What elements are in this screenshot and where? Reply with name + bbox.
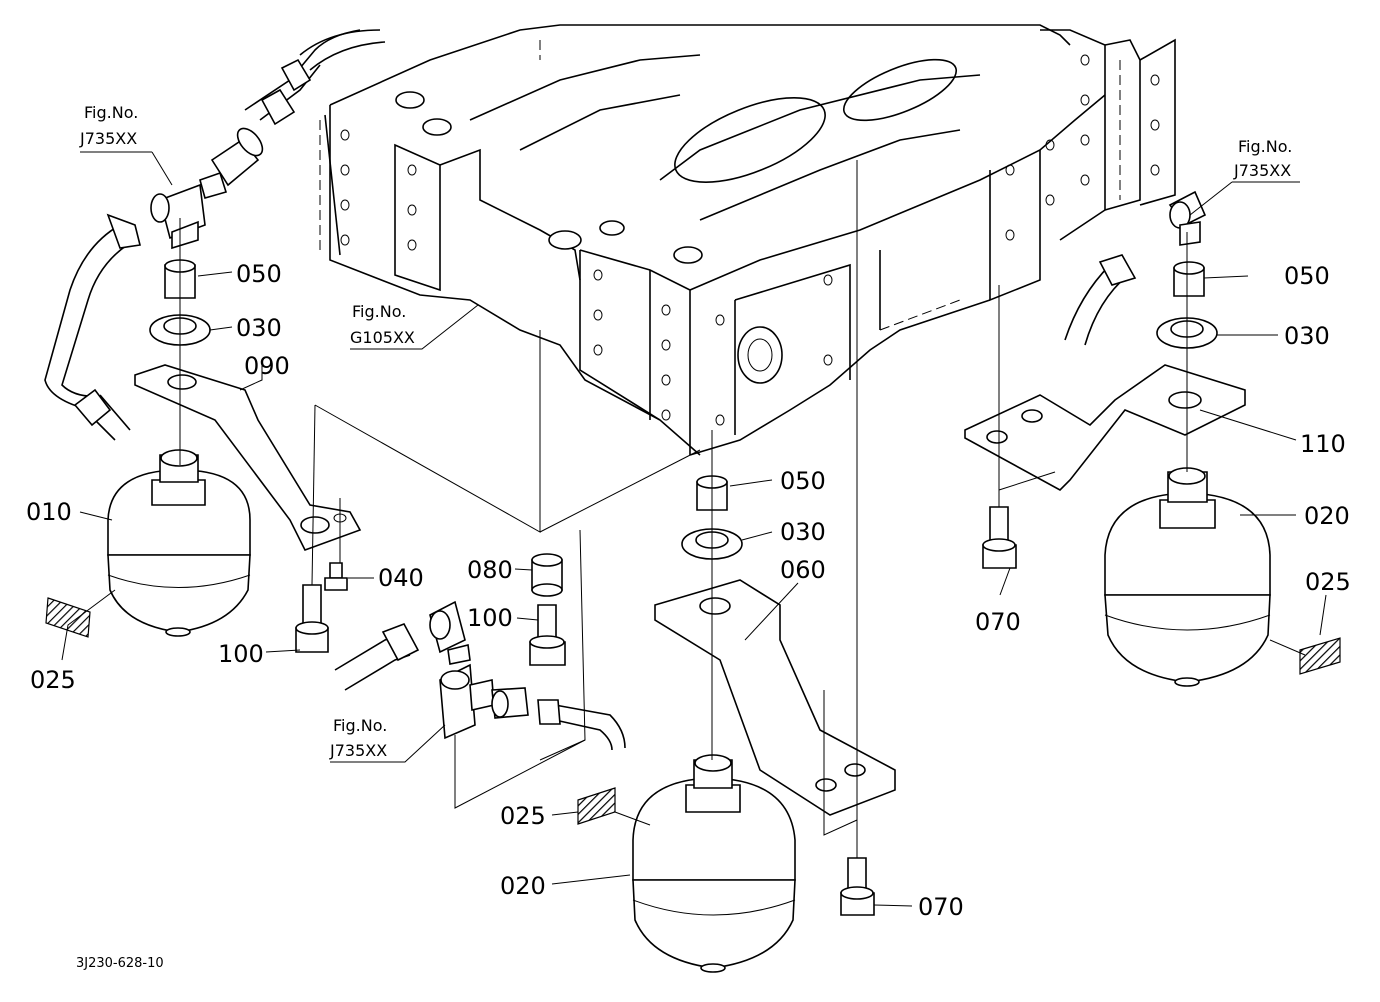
bolt-100-left [295,584,329,653]
part-label-070-bottom: 070 [918,893,964,921]
figure-code: 3J230-628-10 [76,956,164,971]
figref-left-top-line2: J735XX [79,129,137,148]
label-025-center [577,787,616,825]
figref-left-top-line1: Fig.No. [84,103,138,122]
part-label-080: 080 [467,556,513,584]
part-label-050-right: 050 [1284,262,1330,290]
chassis-frame [299,24,1176,456]
accumulator-010 [107,449,251,637]
figref-right-top-line1: Fig.No. [1238,137,1292,156]
bolt-070-bottom [840,857,875,916]
bolt-100-center [529,604,566,666]
part-label-110: 110 [1300,430,1346,458]
spacer-080 [531,553,563,597]
label-025-left [45,597,91,638]
figref-bottom-line2: J735XX [329,741,387,760]
part-label-010: 010 [26,498,72,526]
part-label-030-right: 030 [1284,322,1330,350]
bolt-070-right [982,506,1017,569]
accumulator-020-right [1104,467,1271,687]
figref-right-top-line2: J735XX [1233,161,1291,180]
part-label-070-right: 070 [975,608,1021,636]
part-label-050-center: 050 [780,467,826,495]
screw-040 [324,562,348,591]
part-label-030-center: 030 [780,518,826,546]
part-label-025-left: 025 [30,666,76,694]
part-label-100-left: 100 [218,640,264,668]
leader-lines [61,151,1327,907]
label-025-right [1299,637,1341,675]
part-label-025-center: 025 [500,802,546,830]
figref-bottom-line1: Fig.No. [333,716,387,735]
figref-center-line2: G105XX [350,328,415,347]
part-label-090: 090 [244,352,290,380]
bracket-090 [134,364,362,551]
assembly-guide-lines [179,160,1188,858]
part-label-040: 040 [378,564,424,592]
bracket-060 [654,579,896,816]
part-label-030-left: 030 [236,314,282,342]
part-label-050-left: 050 [236,260,282,288]
bracket-110 [964,364,1246,491]
part-label-100-center: 100 [467,604,513,632]
part-label-025-right: 025 [1305,568,1351,596]
part-label-020-center: 020 [500,872,546,900]
part-label-060: 060 [780,556,826,584]
tee-fitting-left [150,127,264,250]
nipple-050-right [1173,261,1205,297]
tee-fitting-right [1168,190,1207,246]
tee-fitting-bottom [429,600,529,740]
figref-center-line1: Fig.No. [352,302,406,321]
hydraulic-hoses [44,29,1137,751]
accumulator-020-center [632,754,796,973]
part-label-020-right: 020 [1304,502,1350,530]
